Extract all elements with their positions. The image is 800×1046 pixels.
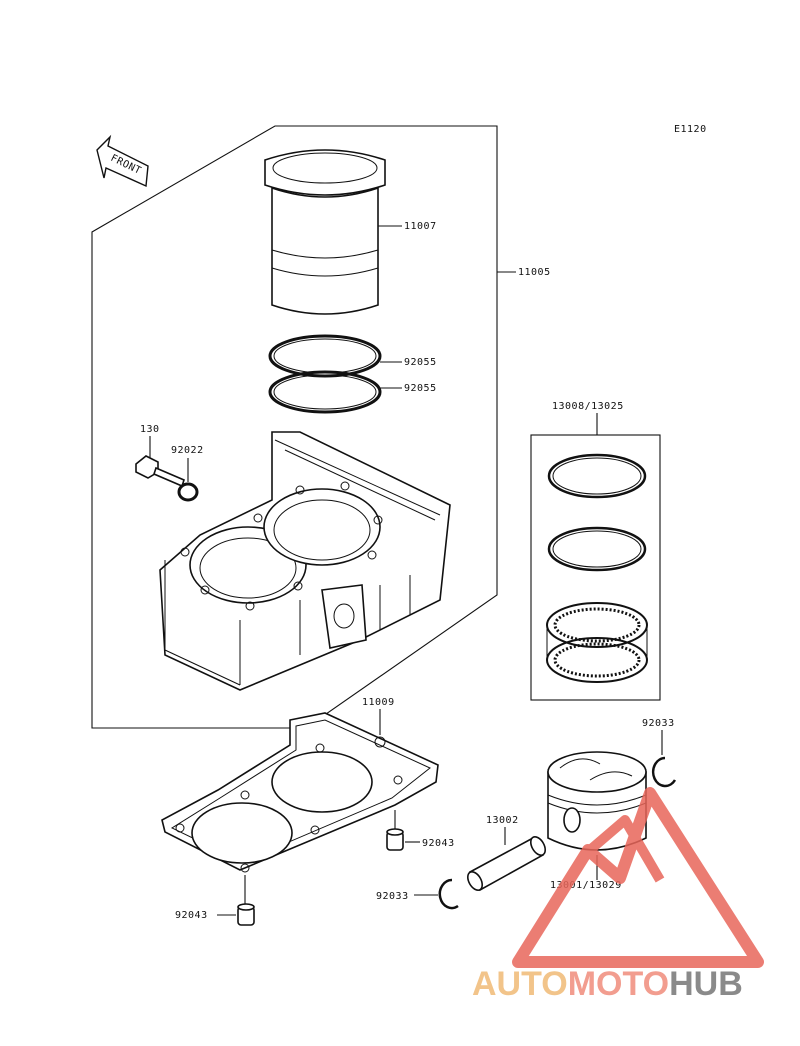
dowel-pin-left [237, 903, 255, 926]
label-13001-13029: 13001/13029 [550, 880, 622, 891]
washer-icon [177, 482, 199, 502]
ring-set-box [530, 434, 661, 701]
label-13008-13025: 13008/13025 [552, 401, 624, 412]
circlip-left [438, 878, 459, 910]
label-92033-left: 92033 [376, 891, 409, 902]
label-92033-right: 92033 [642, 718, 675, 729]
label-92022: 92022 [171, 445, 204, 456]
oil-ring [546, 602, 648, 683]
label-13002: 13002 [486, 815, 519, 826]
label-11007: 11007 [404, 221, 437, 232]
watermark-logo [512, 787, 764, 968]
piston [547, 751, 647, 851]
cylinder-sleeve [264, 149, 386, 315]
label-92055-upper: 92055 [404, 357, 437, 368]
o-ring-lower [268, 370, 382, 414]
dowel-pin-right [386, 828, 404, 851]
piston-ring-2 [547, 526, 647, 572]
bolt-icon [135, 455, 185, 488]
base-gasket [161, 712, 439, 873]
o-ring-upper [268, 334, 382, 378]
label-92043-right: 92043 [422, 838, 455, 849]
label-130: 130 [140, 424, 160, 435]
cylinder-block [159, 431, 451, 691]
watermark-text: AUTOMOTOHUB [472, 965, 743, 1003]
piston-ring-1 [547, 453, 647, 499]
label-11009: 11009 [362, 697, 395, 708]
piston-pin [466, 836, 547, 892]
label-92043-left: 92043 [175, 910, 208, 921]
label-92055-lower: 92055 [404, 383, 437, 394]
label-11005: 11005 [518, 267, 551, 278]
circlip-right [651, 756, 677, 788]
front-arrow-icon: FRONT [96, 134, 149, 188]
diagram-code: E1120 [674, 124, 707, 135]
